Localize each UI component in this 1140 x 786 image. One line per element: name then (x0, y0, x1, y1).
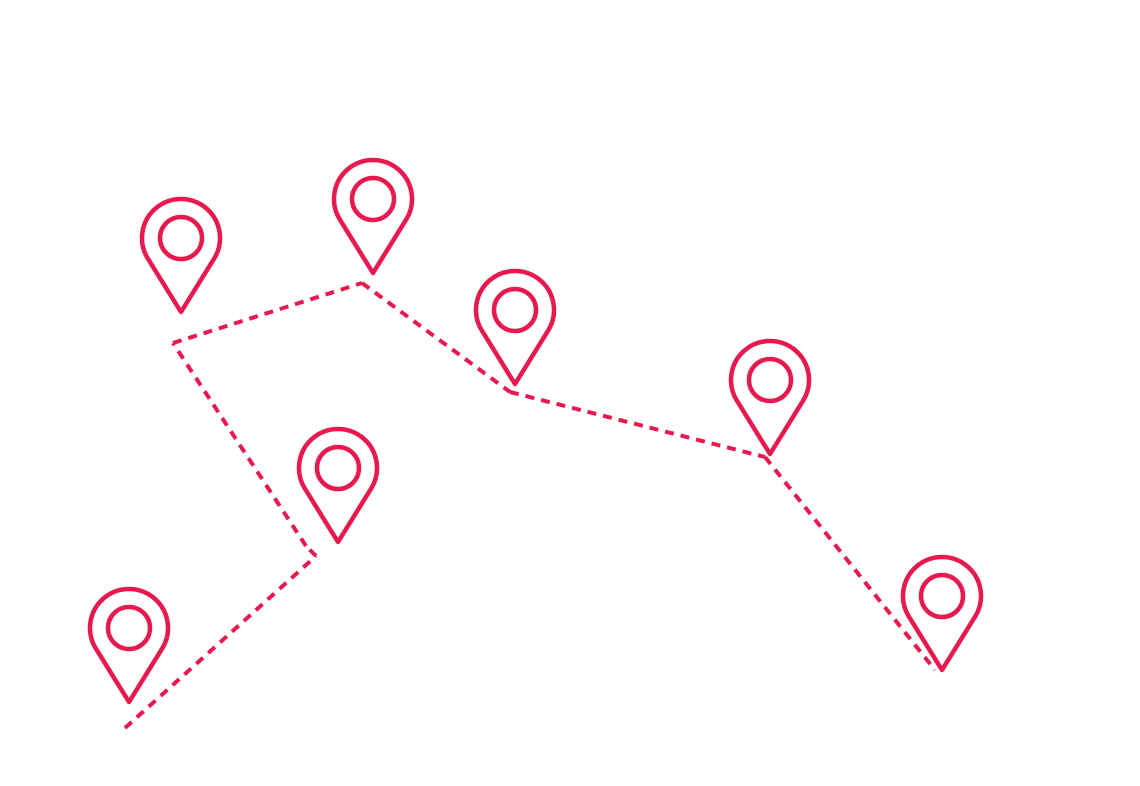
pin-hole (349, 175, 397, 223)
route-segment (763, 455, 937, 672)
pin-outline (139, 196, 223, 315)
pin-hole (491, 286, 539, 334)
pin-hole (157, 214, 205, 262)
map-pin-icon (900, 554, 984, 673)
map-pin-icon (87, 586, 171, 705)
dashed-route (123, 281, 937, 730)
route-segment (171, 341, 308, 548)
pin-outline (728, 338, 812, 457)
route-segment (509, 390, 766, 459)
route-segment (123, 554, 318, 730)
pin-hole (918, 572, 966, 620)
pin-hole (105, 604, 153, 652)
pin-outline (331, 157, 415, 276)
map-pin-icon (728, 338, 812, 457)
route-segment (172, 281, 363, 345)
map-pin-icon (331, 157, 415, 276)
pin-hole (746, 356, 794, 404)
pin-outline (296, 426, 380, 545)
map-pin-icon (139, 196, 223, 315)
map-pins (87, 157, 984, 705)
pin-outline (900, 554, 984, 673)
pin-outline (473, 268, 557, 387)
pin-hole (314, 444, 362, 492)
map-pin-icon (296, 426, 380, 545)
pin-outline (87, 586, 171, 705)
route-segment (304, 544, 318, 558)
map-pin-icon (473, 268, 557, 387)
